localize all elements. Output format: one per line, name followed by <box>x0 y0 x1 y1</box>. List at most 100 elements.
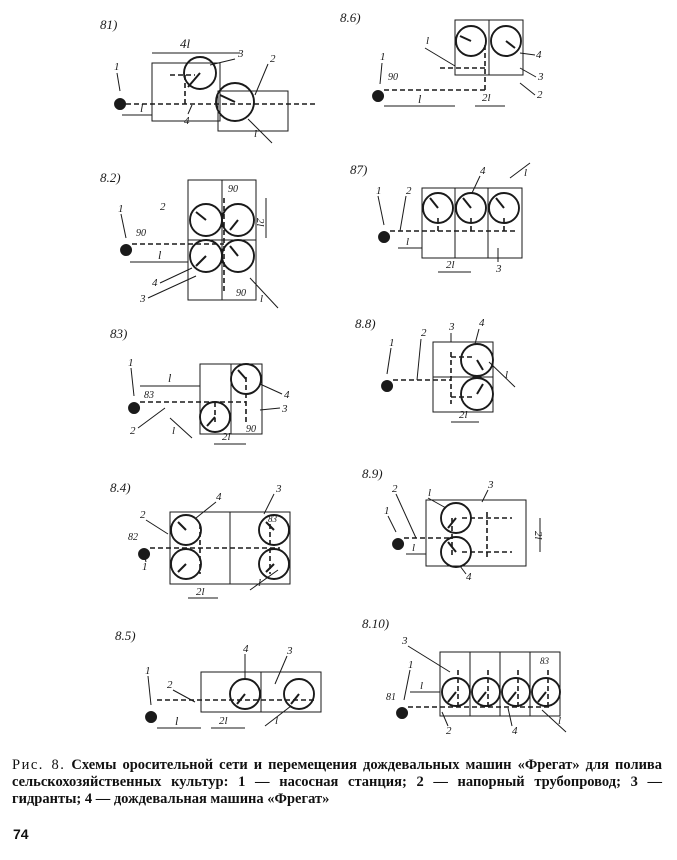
leader-line <box>399 195 407 232</box>
leader-line <box>137 407 166 429</box>
dimension-label: l <box>412 542 415 554</box>
sprinkler-arm-icon <box>265 521 275 531</box>
frigate-machine-icon <box>170 514 202 546</box>
dimension-label: l <box>406 236 409 248</box>
leader-line <box>145 519 169 535</box>
leader-line <box>416 338 422 381</box>
irrigation-scheme-8-9: 8.9) 1 2 l l 2l 3 4 <box>362 466 544 583</box>
leader-line <box>147 675 152 706</box>
hydrant-tag: 90 <box>228 184 238 195</box>
irrigation-scheme-8-2: 8.2) 90 1 2 90 90 l 2l l <box>100 170 279 309</box>
sprinkler-arm-icon <box>477 691 487 703</box>
sprinkler-arm-icon <box>237 369 247 380</box>
callout-number: 1 <box>389 337 395 349</box>
caption-label: Рис. 8. <box>12 757 66 773</box>
frigate-machine-icon <box>488 192 520 224</box>
sprinkler-arm-icon <box>459 35 472 42</box>
station-number: 81 <box>386 692 396 703</box>
dimension-line <box>541 709 567 733</box>
dimension-label: 2l <box>482 92 491 104</box>
sprinkler-arm-icon <box>476 383 484 395</box>
sprinkler-arm-icon <box>462 197 472 209</box>
callout-number: 1 <box>128 357 134 369</box>
station-number: 83 <box>144 390 154 401</box>
page-number: 74 <box>13 826 29 842</box>
dimension-label: l <box>505 369 508 381</box>
station-number: 90 <box>388 72 398 83</box>
panel-label: 8.4) <box>110 480 131 495</box>
dimension-line <box>264 705 292 727</box>
panel-label: 8.6) <box>340 10 361 25</box>
leader-line <box>263 493 275 515</box>
dimension-line <box>427 497 447 509</box>
dimension-label: l <box>260 293 263 305</box>
dimension-label: l <box>275 715 278 727</box>
leader-line <box>386 347 392 375</box>
frigate-machine-icon <box>215 82 255 122</box>
callout-number: 4 <box>184 115 190 127</box>
leader-line <box>395 493 417 539</box>
frigate-machine-icon <box>183 56 217 90</box>
field-plot <box>151 62 221 122</box>
dimension-label: l <box>426 35 429 47</box>
hydrant-tag: 83 <box>268 514 278 524</box>
dimension-label: 2l <box>222 431 231 443</box>
dimension-label: l <box>168 371 172 385</box>
irrigation-scheme-8-1: 81) 4l 1 l 3 2 <box>100 17 318 144</box>
figure-panel-8-8: 8.8) 1 2 3 4 l 2l <box>355 312 535 437</box>
figure-panel-8-6: 8.6) 90 1 l l 2l 4 3 2 <box>340 8 570 133</box>
sprinkler-arm-icon <box>290 693 300 705</box>
sprinkler-arm-icon <box>495 197 505 209</box>
pump-station-icon <box>145 711 158 723</box>
frigate-machine-icon <box>490 25 522 57</box>
dimension-label: 2l <box>532 531 544 540</box>
dimension-label: 4l <box>180 36 191 51</box>
callout-number: 2 <box>160 201 166 213</box>
leader-line <box>143 553 147 563</box>
callout-number: 3 <box>495 263 502 275</box>
leader-line <box>259 383 283 395</box>
sprinkler-arm-icon <box>447 691 457 703</box>
sprinkler-arm-icon <box>195 255 207 267</box>
callout-number: 2 <box>130 425 136 437</box>
pump-station-icon <box>128 402 141 414</box>
leader-line <box>459 565 467 575</box>
leader-line <box>120 213 127 239</box>
dimension-label: l <box>254 128 257 140</box>
callout-number: 4 <box>480 165 486 177</box>
frigate-machine-icon <box>455 25 487 57</box>
dimension-line <box>488 361 516 388</box>
leader-line <box>519 82 536 96</box>
dimension-label: l <box>558 715 561 727</box>
leader-line <box>379 62 383 85</box>
callout-number: 3 <box>537 71 544 83</box>
frigate-machine-icon <box>230 363 262 395</box>
sprinkler-arm-icon <box>177 563 187 573</box>
frigate-machine-icon <box>199 401 231 433</box>
leader-line <box>147 275 197 299</box>
callout-number: 4 <box>243 643 249 655</box>
figure-panel-8-2: 8.2) 90 1 2 90 90 l 2l l <box>100 168 300 318</box>
sprinkler-arm-icon <box>537 691 547 703</box>
panel-label: 8.8) <box>355 316 376 331</box>
dimension-line <box>169 417 193 439</box>
callout-number: 4 <box>479 317 485 329</box>
callout-number: 2 <box>270 53 276 65</box>
callout-number: 4 <box>536 49 542 61</box>
callout-number: 1 <box>380 51 386 63</box>
leader-line <box>130 367 135 397</box>
callout-number: 3 <box>237 48 244 60</box>
dimension-label: 2l <box>196 586 205 598</box>
leader-line <box>274 655 288 685</box>
callout-number: 3 <box>401 635 408 647</box>
dimension-label: l <box>258 577 261 589</box>
leader-line <box>254 63 269 96</box>
dimension-label: l <box>158 248 162 262</box>
frigate-machine-icon <box>422 192 454 224</box>
pump-station-icon <box>381 380 394 392</box>
figure-panel-8-4: 8.4) 82 1 2 83 4 3 2l <box>110 478 320 603</box>
field-plot <box>421 187 523 259</box>
leader-line <box>519 67 537 78</box>
irrigation-scheme-8-5: 8.5) 1 2 4 3 l 2l l <box>115 628 322 729</box>
sprinkler-arm-icon <box>206 416 216 427</box>
